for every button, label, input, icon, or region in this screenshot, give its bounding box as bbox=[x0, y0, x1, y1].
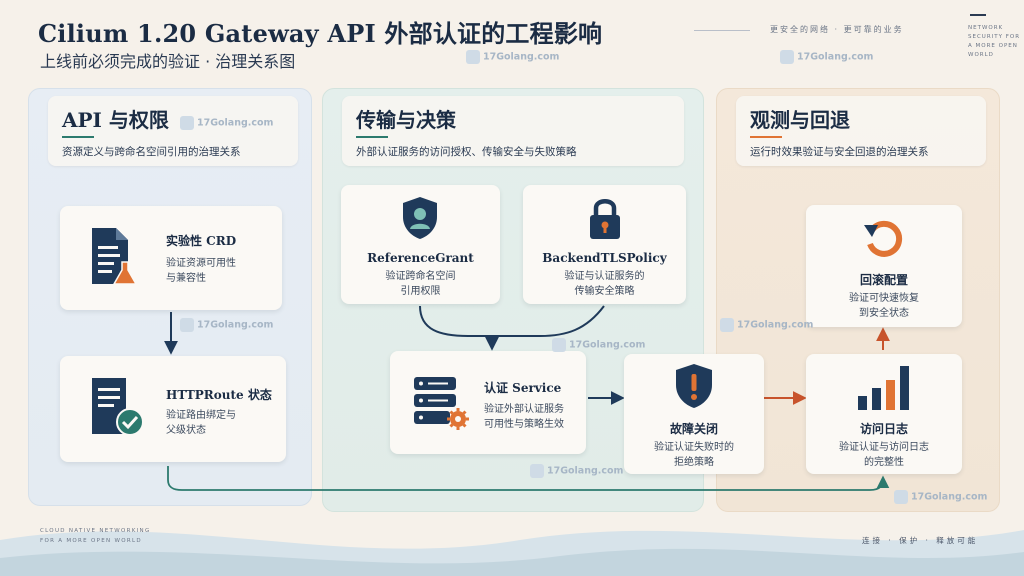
watermark: 17Golang.com bbox=[180, 318, 273, 332]
page-title: Cilium 1.20 Gateway API 外部认证的工程影响 bbox=[38, 19, 603, 48]
watermark: 17Golang.com bbox=[720, 318, 813, 332]
card-backendtlspolicy[interactable]: BackendTLSPolicy 验证与认证服务的 传输安全策略 bbox=[523, 185, 686, 304]
column-underline bbox=[750, 136, 782, 138]
card-auth-service[interactable]: 认证 Service 验证外部认证服务 可用性与策略生效 bbox=[390, 351, 586, 454]
card-desc-line: 父级状态 bbox=[166, 425, 206, 436]
document-check-icon bbox=[92, 378, 144, 436]
watermark-logo-icon bbox=[780, 50, 794, 64]
card-desc-line: 的完整性 bbox=[864, 457, 904, 468]
card-access-log[interactable]: 访问日志 验证认证与访问日志 的完整性 bbox=[806, 354, 962, 474]
card-rollback-config[interactable]: 回滚配置 验证可快速恢复 到安全状态 bbox=[806, 205, 962, 327]
card-desc-line: 验证认证失败时的 bbox=[654, 442, 734, 453]
watermark-logo-icon bbox=[530, 464, 544, 478]
watermark: 17Golang.com bbox=[530, 464, 623, 478]
card-title: 认证 Service bbox=[484, 381, 562, 395]
bar-chart-icon bbox=[858, 366, 909, 410]
column-description: 外部认证服务的访问授权、传输安全与失败策略 bbox=[356, 146, 577, 158]
watermark: 17Golang.com bbox=[552, 338, 645, 352]
server-gear-icon bbox=[414, 377, 469, 430]
decorative-wave bbox=[0, 530, 1024, 576]
card-desc-line: 与兼容性 bbox=[166, 273, 206, 284]
column-header-observe: 观测与回退 运行时效果验证与安全回退的治理关系 bbox=[736, 96, 986, 166]
arrow-httproute-to-logs bbox=[167, 466, 890, 491]
column-description: 资源定义与跨命名空间引用的治理关系 bbox=[62, 146, 241, 158]
watermark-logo-icon bbox=[180, 318, 194, 332]
shield-alert-icon bbox=[676, 364, 712, 408]
column-title: 观测与回退 bbox=[750, 108, 850, 132]
card-desc-line: 拒绝策略 bbox=[674, 457, 714, 468]
corner-dash bbox=[970, 14, 986, 16]
card-fail-close[interactable]: 故障关闭 验证认证失败时的 拒绝策略 bbox=[624, 354, 764, 474]
column-header-api: API 与权限 资源定义与跨命名空间引用的治理关系 bbox=[48, 96, 298, 166]
watermark: 17Golang.com bbox=[466, 50, 559, 64]
card-desc-line: 传输安全策略 bbox=[574, 286, 635, 297]
card-desc-line: 验证外部认证服务 bbox=[484, 404, 564, 415]
column-underline bbox=[356, 136, 388, 138]
card-httproute-status[interactable]: HTTPRoute 状态 验证路由绑定与 父级状态 bbox=[60, 356, 286, 462]
card-title: HTTPRoute 状态 bbox=[166, 388, 272, 402]
card-title: 回滚配置 bbox=[859, 273, 908, 287]
card-title: 故障关闭 bbox=[669, 422, 718, 436]
header-tagline: 更安全的网络 · 更可靠的业务 bbox=[770, 25, 904, 34]
card-desc-line: 引用权限 bbox=[400, 286, 441, 297]
watermark-logo-icon bbox=[552, 338, 566, 352]
card-title: 实验性 CRD bbox=[166, 234, 237, 248]
watermark-logo-icon bbox=[180, 116, 194, 130]
card-desc-line: 验证路由绑定与 bbox=[166, 410, 236, 421]
watermark: 17Golang.com bbox=[894, 490, 987, 504]
card-referencegrant[interactable]: ReferenceGrant 验证跨命名空间 引用权限 bbox=[341, 185, 500, 304]
watermark-logo-icon bbox=[466, 50, 480, 64]
card-title: ReferenceGrant bbox=[367, 251, 474, 265]
column-description: 运行时效果验证与安全回退的治理关系 bbox=[750, 146, 929, 158]
divider-line bbox=[694, 30, 750, 31]
watermark-logo-icon bbox=[720, 318, 734, 332]
shield-user-icon bbox=[403, 197, 437, 239]
card-desc-line: 验证资源可用性 bbox=[166, 258, 236, 269]
padlock-icon bbox=[590, 199, 620, 239]
card-desc-line: 验证跨命名空间 bbox=[385, 271, 456, 282]
column-title: API 与权限 bbox=[62, 108, 169, 132]
card-title: BackendTLSPolicy bbox=[542, 251, 667, 265]
rollback-icon bbox=[864, 220, 903, 257]
corner-text: NETWORK SECURITY FOR A MORE OPEN WORLD bbox=[968, 25, 1021, 58]
card-desc-line: 可用性与策略生效 bbox=[484, 419, 564, 430]
footer-right-text: 连接 · 保护 · 释放可能 bbox=[862, 536, 979, 545]
card-desc-line: 验证认证与访问日志 bbox=[839, 442, 929, 453]
watermark: 17Golang.com bbox=[780, 50, 873, 64]
card-experimental-crd[interactable]: 实验性 CRD 验证资源可用性 与兼容性 bbox=[60, 206, 282, 310]
watermark-logo-icon bbox=[894, 490, 908, 504]
column-header-transport: 传输与决策 外部认证服务的访问授权、传输安全与失败策略 bbox=[342, 96, 684, 166]
document-flask-icon bbox=[92, 228, 138, 285]
card-desc-line: 到安全状态 bbox=[859, 308, 909, 319]
card-desc-line: 验证与认证服务的 bbox=[564, 271, 645, 282]
page-subtitle: 上线前必须完成的验证 · 治理关系图 bbox=[40, 52, 296, 71]
watermark: 17Golang.com bbox=[180, 116, 273, 130]
card-title: 访问日志 bbox=[859, 422, 908, 436]
column-underline bbox=[62, 136, 94, 138]
column-title: 传输与决策 bbox=[356, 108, 456, 132]
arrow-grants-to-service bbox=[419, 305, 605, 348]
footer-left-text: CLOUD NATIVE NETWORKING FOR A MORE OPEN … bbox=[40, 528, 151, 544]
card-desc-line: 验证可快速恢复 bbox=[849, 293, 919, 304]
